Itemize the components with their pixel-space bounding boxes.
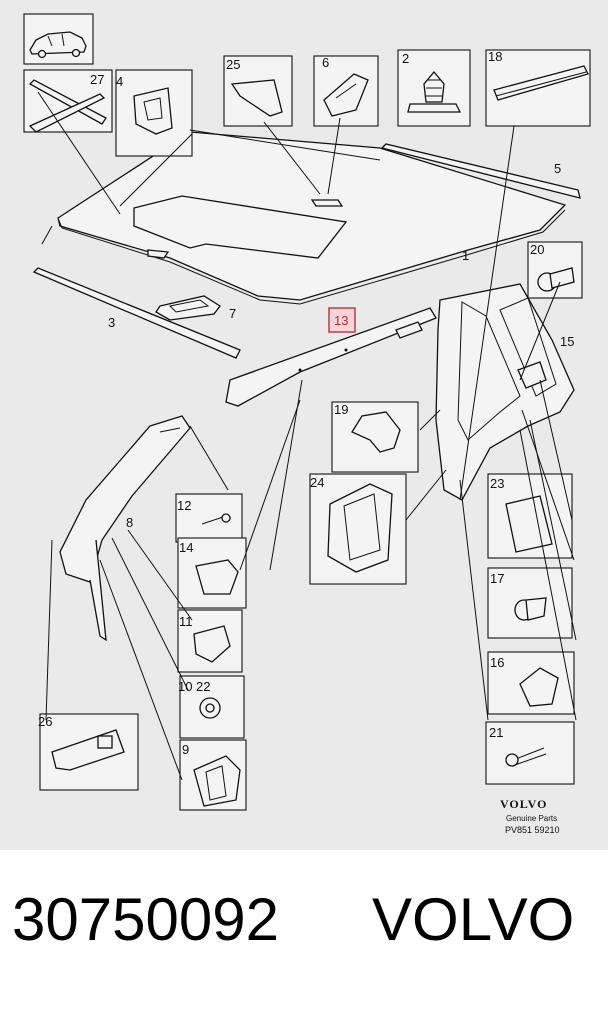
callout-20: 20 — [530, 242, 544, 257]
roof-rail-strip — [23, 69, 113, 133]
highlight-box — [328, 307, 356, 333]
callout-26: 26 — [38, 714, 52, 729]
part-4-box — [115, 69, 193, 157]
leader-lines — [37, 91, 577, 781]
callout-16: 16 — [490, 655, 504, 670]
part-14-box — [177, 537, 247, 609]
rear-trim-panel — [225, 307, 437, 407]
genuine-parts-label: Genuine Parts — [506, 814, 557, 823]
callout-21: 21 — [489, 725, 503, 740]
part-23-box — [487, 473, 573, 559]
part-11-box — [177, 609, 243, 673]
part-9-box — [179, 739, 247, 811]
volvo-logo: VOLVO — [500, 797, 547, 811]
caption-bar — [0, 850, 608, 1018]
front-pillar-trim — [59, 415, 191, 642]
callout-23: 23 — [490, 476, 504, 491]
part-24-box — [309, 473, 407, 585]
callout-10: 10 — [178, 679, 192, 694]
parts-diagram: 1 2 3 4 5 6 7 8 9 10 11 12 13 14 15 16 1… — [0, 0, 608, 850]
brand-block: VOLVO Genuine Parts PV851 59210 — [500, 797, 560, 835]
callout-13: 13 — [334, 313, 348, 328]
callout-4: 4 — [116, 74, 123, 89]
callout-12: 12 — [177, 498, 191, 513]
callout-19: 19 — [334, 402, 348, 417]
callout-24: 24 — [310, 475, 324, 490]
callout-5: 5 — [554, 161, 561, 176]
callout-25: 25 — [226, 57, 240, 72]
rear-pillar-trim — [435, 283, 575, 501]
callout-3: 3 — [108, 315, 115, 330]
callout-14: 14 — [179, 540, 193, 555]
car-thumbnail — [23, 13, 94, 65]
part-6-box — [313, 55, 379, 127]
part-25-box — [223, 55, 293, 127]
callout-6: 6 — [322, 55, 329, 70]
diagram-reference: PV851 59210 — [505, 825, 560, 835]
part-18-box — [485, 49, 591, 127]
part-19-box — [331, 401, 419, 473]
callout-11: 11 — [179, 614, 193, 629]
exploded-view: 1 2 3 4 5 6 7 8 9 10 11 12 13 14 15 16 1… — [23, 13, 591, 835]
part-26-box — [39, 713, 139, 791]
part-number: 30750092 — [12, 886, 279, 953]
callout-1: 1 — [462, 248, 469, 263]
roof-clip — [155, 295, 221, 321]
side-strip-right — [380, 143, 581, 199]
side-strip-left — [32, 267, 241, 359]
part-2-box — [397, 49, 471, 127]
callout-22: 22 — [196, 679, 210, 694]
callout-17: 17 — [490, 571, 504, 586]
callout-15: 15 — [560, 334, 574, 349]
callout-2: 2 — [402, 51, 409, 66]
part-22-box — [179, 675, 245, 739]
part-16-box — [487, 651, 575, 715]
part-20-box — [527, 241, 583, 299]
part-21-box — [485, 721, 575, 785]
callout-9: 9 — [182, 742, 189, 757]
callout-8: 8 — [126, 515, 133, 530]
callout-7: 7 — [229, 306, 236, 321]
callout-27: 27 — [90, 72, 104, 87]
brand-name: VOLVO — [372, 886, 575, 953]
roof-headliner — [57, 131, 567, 305]
callout-18: 18 — [488, 49, 502, 64]
callout-numbers: 1 2 3 4 5 6 7 8 9 10 11 12 13 14 15 16 1… — [38, 49, 574, 757]
